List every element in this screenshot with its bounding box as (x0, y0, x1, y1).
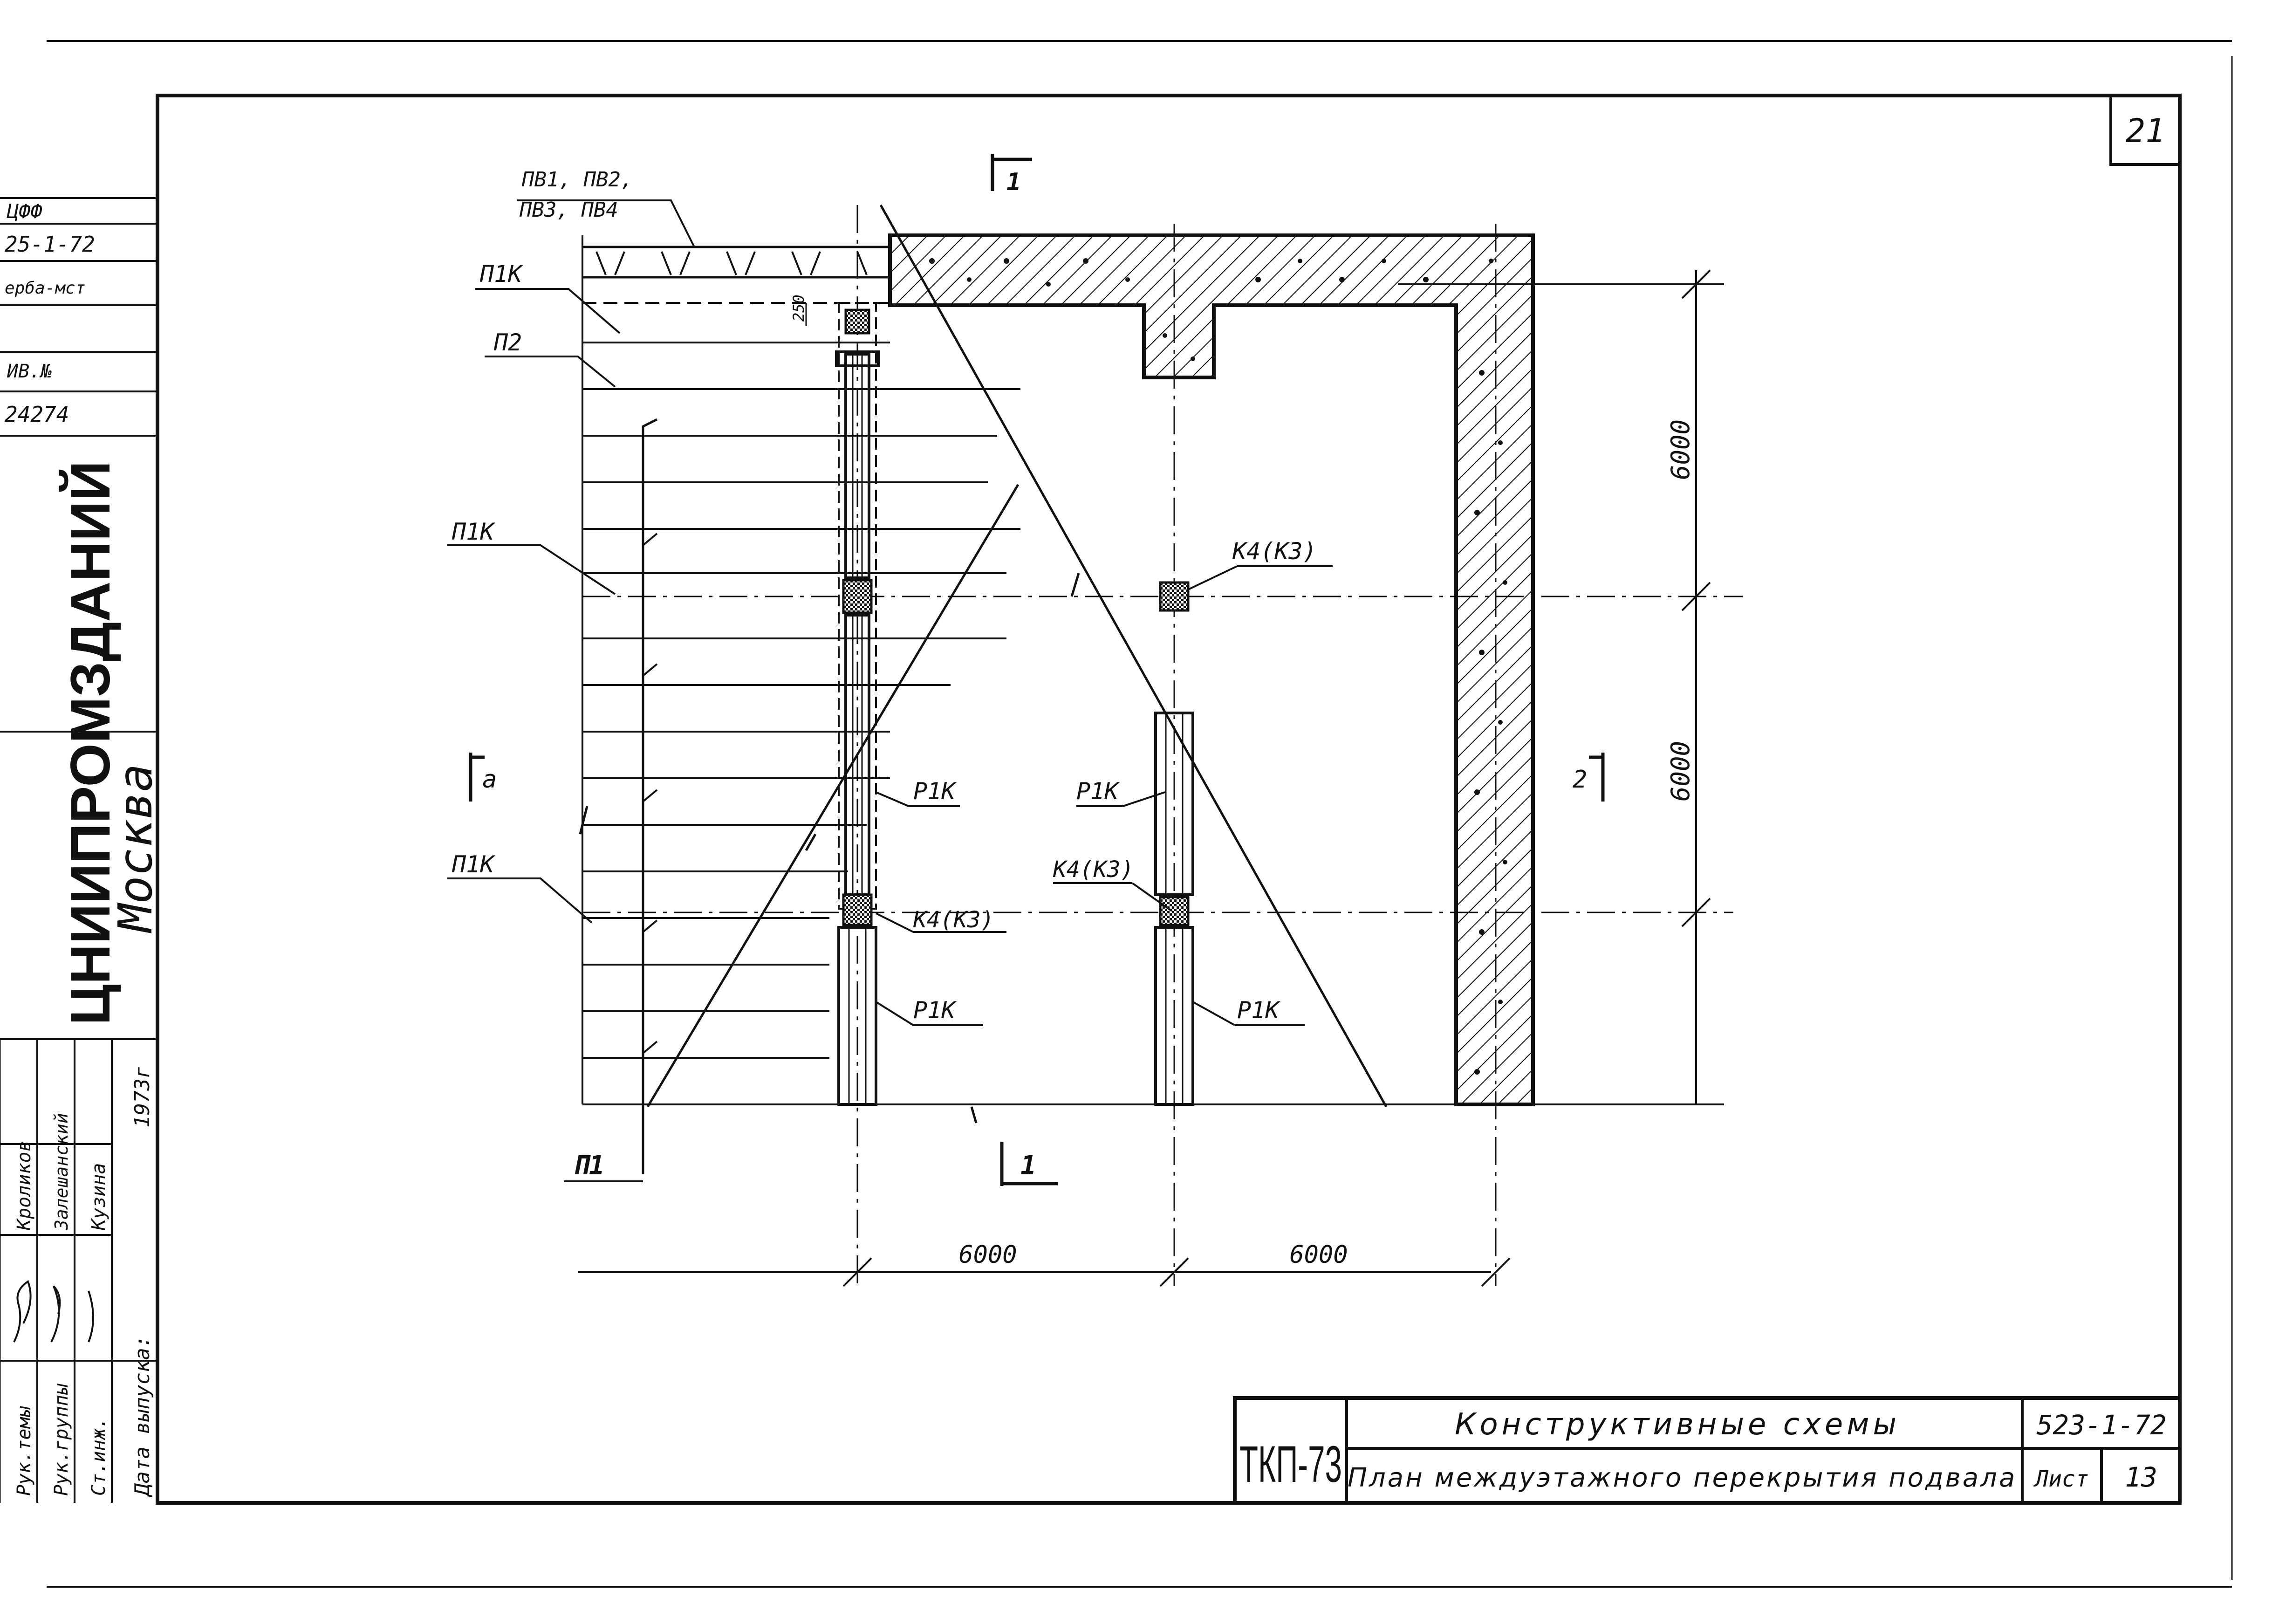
slab-bracket (642, 418, 658, 1174)
small-dimension: 250 (790, 295, 808, 322)
diagonal-mark-1 (1070, 573, 1080, 597)
leader-lines (447, 199, 1333, 1182)
svg-text:2: 2 (1573, 766, 1587, 794)
wall-aggregate (929, 258, 1507, 1075)
label-p1: П1 (573, 1151, 604, 1181)
organization-city: Москва (108, 764, 163, 933)
columns (842, 308, 1190, 926)
approval-role-2: Ст.инж. (88, 1417, 110, 1496)
slab-panel-lines (582, 235, 1456, 1105)
approvals-table: Рук.темы Рук.группы Ст.инж. Дата выпуска… (0, 1039, 157, 1503)
archive-table: ЦФФ 25-1-72 ерба-мст ИВ.№ 24274 (0, 197, 157, 437)
section-mark-left: а (469, 753, 497, 802)
label-r1k-b: Р1К (1076, 778, 1120, 805)
sheet-number: 13 (2125, 1461, 2157, 1493)
approval-name-2: Кузина (88, 1163, 110, 1231)
archive-label-1: 25-1-72 (5, 232, 95, 257)
title-block: ТКП-73 Конструктивные схемы План междуэт… (1233, 1396, 2182, 1505)
archive-label-2: ерба-мст (5, 279, 85, 298)
diagonal-mark-3 (805, 833, 817, 851)
bracket-ticks (642, 533, 658, 1054)
drawing-frame (156, 94, 2182, 1505)
archive-label-4: 24274 (5, 402, 69, 427)
label-r1k-a: Р1К (913, 778, 957, 805)
diagonal-mark-4 (970, 1106, 978, 1124)
wall-top-right (888, 233, 1535, 1106)
sheet-label: Лист (2033, 1466, 2089, 1492)
title-line1: Конструктивные схемы (1455, 1407, 1900, 1442)
corner-number-box (2109, 94, 2181, 166)
dim-vertical-1: 6000 (1666, 419, 1695, 480)
label-k4-center: К4(К3) (1232, 538, 1317, 565)
svg-text:1: 1 (1020, 1151, 1036, 1181)
archive-label-3: ИВ.№ (7, 361, 52, 382)
doc-number: 523-1-72 (2036, 1409, 2166, 1441)
diagonal-left (646, 484, 1020, 1108)
label-p1k-low: П1К (452, 851, 496, 878)
approval-name-0: Кроликов (14, 1140, 35, 1231)
grid-axes (582, 205, 1743, 1286)
svg-text:1: 1 (1006, 168, 1021, 196)
corner-number: 21 (2126, 112, 2165, 150)
signature-1 (50, 1285, 61, 1343)
label-r1k-d: Р1К (1237, 997, 1281, 1024)
series-code: ТКП-73 (1239, 1436, 1342, 1493)
section-mark-bottom: 1 (1000, 1142, 1058, 1186)
label-k4-right: К4(К3) (1053, 857, 1134, 883)
diagonal-right (879, 204, 1388, 1108)
label-p1k-top: П1К (479, 260, 524, 288)
approval-name-1: Залешанский (51, 1113, 72, 1231)
label-pv-group-2: ПВ3, ПВ4 (519, 198, 618, 222)
floor-plan: 250 (447, 154, 1743, 1287)
signature-2 (88, 1290, 94, 1343)
label-p1k-mid: П1К (452, 518, 496, 545)
label-k4-left: К4(К3) (913, 907, 994, 933)
approval-role-3: Дата выпуска: (130, 1336, 154, 1498)
label-pv-group-1: ПВ1, ПВ2, (521, 168, 633, 192)
vertical-dimension (1398, 269, 1724, 1105)
label-r1k-c: Р1К (913, 997, 957, 1024)
top-panel-strip (582, 246, 890, 304)
approval-role-0: Рук.темы (14, 1405, 35, 1496)
section-mark-right: 2 (1573, 753, 1605, 802)
organization-name: ЦНИИПРОМЗДАНИЙ (58, 461, 122, 1025)
girders-right (1154, 712, 1194, 1106)
signature-0 (13, 1280, 32, 1343)
dim-vertical-2: 6000 (1666, 741, 1695, 802)
approval-role-1: Рук.группы (51, 1383, 72, 1496)
horizontal-dimension (578, 1257, 1511, 1287)
label-p2: П2 (493, 329, 522, 356)
girders-left (835, 350, 880, 1106)
dim-horizontal-2: 6000 (1289, 1241, 1348, 1269)
archive-label-0: ЦФФ (7, 200, 42, 223)
section-mark-top: 1 (991, 154, 1032, 196)
svg-text:а: а (482, 766, 497, 794)
dim-horizontal-1: 6000 (958, 1241, 1017, 1269)
approval-name-3: 1973г (130, 1066, 154, 1128)
title-line2: План междуэтажного перекрытия подвала (1348, 1463, 2017, 1493)
diagonal-mark-2 (579, 806, 589, 835)
